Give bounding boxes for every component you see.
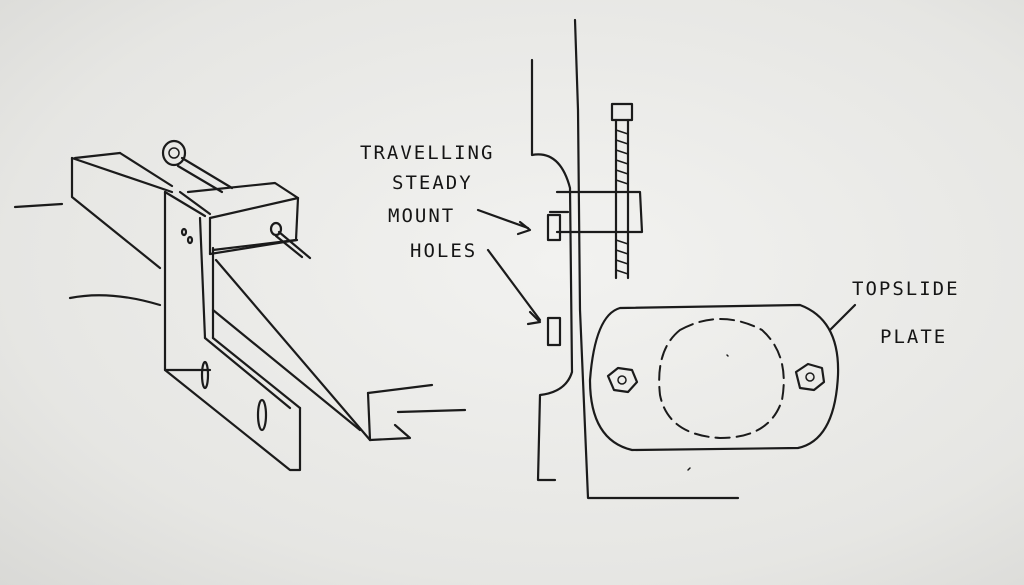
label-travelling: TRAVELLING [360, 142, 495, 164]
topslide-plate-sketch [588, 303, 857, 471]
bracket-isometric-sketch [13, 139, 467, 472]
label-holes: HOLES [410, 240, 478, 262]
label-mount: MOUNT [388, 205, 456, 227]
label-plate: PLATE [880, 326, 948, 348]
side-view-sketch [476, 18, 740, 500]
label-topslide: TOPSLIDE [852, 278, 960, 300]
label-steady: STEADY [392, 172, 473, 194]
